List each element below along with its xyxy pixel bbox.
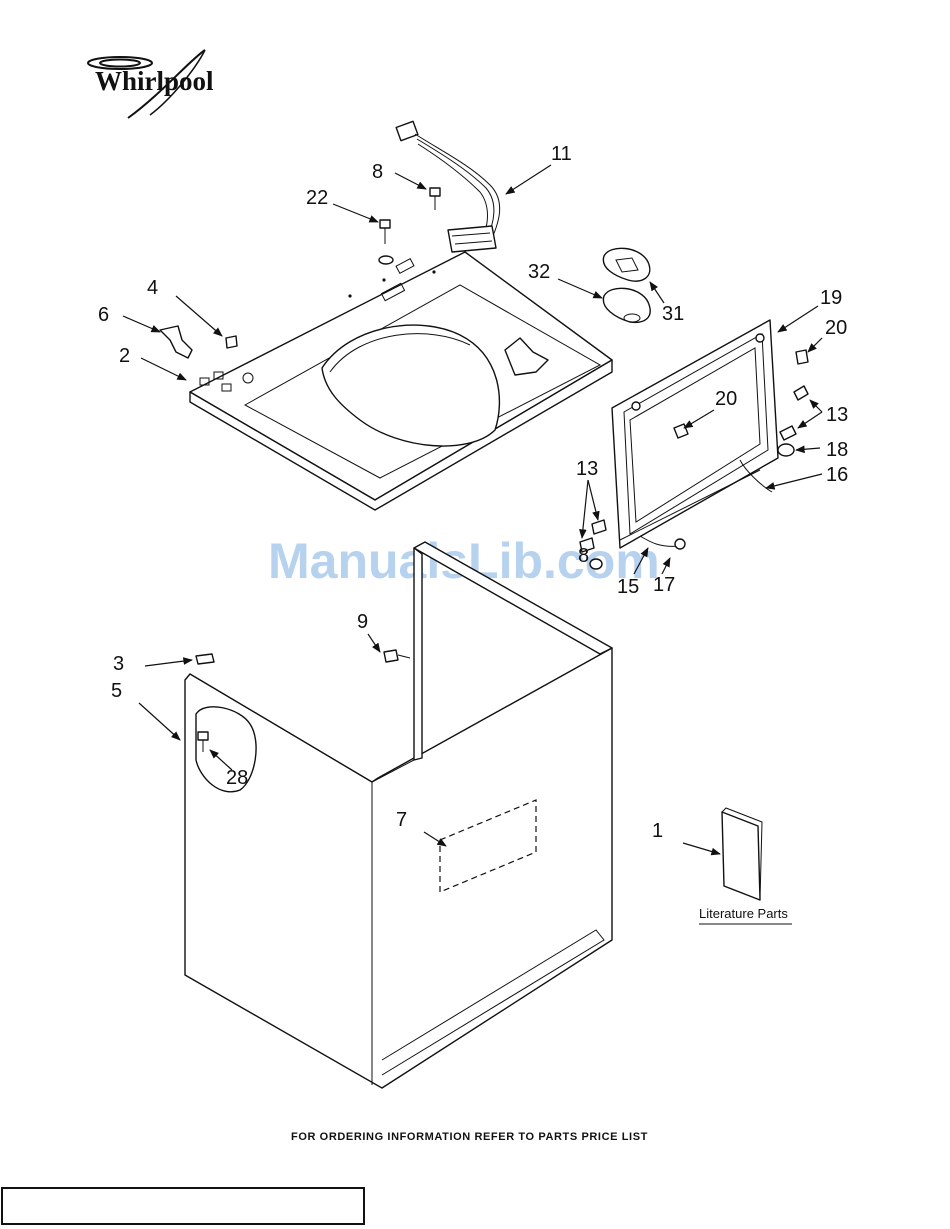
tub-ring-parts <box>603 248 650 322</box>
callout-1: 1 <box>652 820 663 842</box>
callout-7: 7 <box>396 809 407 831</box>
callout-4: 4 <box>147 277 158 299</box>
callout-22: 22 <box>306 187 328 209</box>
literature-part <box>722 808 762 900</box>
part-number-box <box>2 1188 364 1224</box>
callout-31: 31 <box>662 303 684 325</box>
top-lid-part <box>190 252 612 510</box>
callout-9: 9 <box>357 611 368 633</box>
whirlpool-logo: Whirlpool <box>88 50 214 118</box>
callout-8-top: 8 <box>372 161 383 183</box>
callout-18: 18 <box>826 439 848 461</box>
callout-5: 5 <box>111 680 122 702</box>
clip-and-bracket-parts <box>160 326 237 358</box>
ordering-info-note: FOR ORDERING INFORMATION REFER TO PARTS … <box>291 1131 648 1143</box>
top-screws <box>379 188 440 264</box>
callout-19: 19 <box>820 287 842 309</box>
callout-11: 11 <box>551 143 572 165</box>
callout-16: 16 <box>826 464 848 486</box>
callout-13-left: 13 <box>576 458 598 480</box>
callout-15: 15 <box>617 576 639 598</box>
callout-20-right: 20 <box>825 317 847 339</box>
front-panel-frame-part <box>612 320 808 549</box>
literature-parts-label: Literature Parts <box>699 906 788 921</box>
callout-6: 6 <box>98 304 109 326</box>
callout-20-center: 20 <box>715 388 737 410</box>
callout-28: 28 <box>226 767 248 789</box>
callout-8-lower: 8 <box>578 545 589 567</box>
logo-wordmark: Whirlpool <box>95 66 214 96</box>
callout-32: 32 <box>528 261 550 283</box>
callout-2: 2 <box>119 345 130 367</box>
callout-3: 3 <box>113 653 124 675</box>
callout-13-right: 13 <box>826 404 848 426</box>
callout-17: 17 <box>653 574 675 596</box>
wire-harness-part <box>396 121 500 252</box>
